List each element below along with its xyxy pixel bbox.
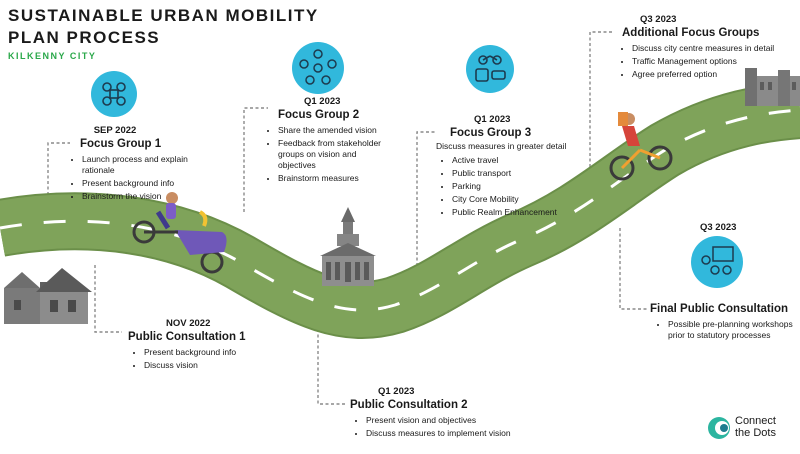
list-item: Discuss city centre measures in detail <box>632 43 800 54</box>
additional-focus-groups-date: Q3 2023 <box>640 14 677 25</box>
cyclist-icon <box>609 112 673 181</box>
final-public-consultation-heading: Final Public Consultation <box>650 303 788 315</box>
focus-group-1-block: SEP 2022 Focus Group 1 Launch process an… <box>66 125 206 204</box>
castle-icon <box>745 68 800 106</box>
connector-final-public-consultation <box>619 228 647 310</box>
final-public-consultation-text: Final Public Consultation Possible pre-p… <box>650 302 798 343</box>
brand-line-2: the Dots <box>735 427 776 439</box>
public-consultation-1-block: NOV 2022 Public Consultation 1 Present b… <box>122 318 272 373</box>
public-consultation-2-list: Present vision and objectives Discuss me… <box>344 415 544 439</box>
list-item: Discuss measures to implement vision <box>366 428 544 439</box>
list-item: Discuss vision <box>144 360 272 371</box>
public-consultation-2-date: Q1 2023 <box>378 386 415 397</box>
focus-group-1-list: Launch process and explain rationale Pre… <box>66 154 206 202</box>
list-item: Present vision and objectives <box>366 415 544 426</box>
final-public-consultation-list: Possible pre-planning workshops prior to… <box>650 319 798 341</box>
page-title: SUSTAINABLE URBAN MOBILITY PLAN PROCESS <box>8 5 319 49</box>
connector-public-consultation-2 <box>317 318 345 405</box>
list-item: Active travel <box>452 155 596 166</box>
public-consultation-1-list: Present background info Discuss vision <box>122 347 272 371</box>
focus-group-3-list: Active travel Public transport Parking C… <box>436 155 596 218</box>
focus-group-2-block: Q1 2023 Focus Group 2 Share the amended … <box>262 96 392 186</box>
focus-group-2-list: Share the amended vision Feedback from s… <box>262 125 392 184</box>
focus-group-3-block: Q1 2023 Focus Group 3 Discuss measures i… <box>436 114 596 220</box>
transport-modes-icon <box>466 45 514 93</box>
list-item: Share the amended vision <box>278 125 392 136</box>
title-line-2: PLAN PROCESS <box>8 28 161 47</box>
connect-the-dots-logo-icon <box>708 417 730 439</box>
title-line-1: SUSTAINABLE URBAN MOBILITY <box>8 6 319 25</box>
public-consultation-2-block: Q1 2023 Public Consultation 2 Present vi… <box>344 386 544 441</box>
list-item: City Core Mobility <box>452 194 596 205</box>
public-consultation-1-heading: Public Consultation 1 <box>128 331 246 343</box>
list-item: Present background info <box>144 347 272 358</box>
people-network-icon <box>292 42 344 94</box>
connector-additional-focus-groups <box>589 31 612 222</box>
connector-lines <box>47 31 647 405</box>
public-consultation-2-heading: Public Consultation 2 <box>350 399 468 411</box>
list-item: Launch process and explain rationale <box>82 154 206 176</box>
brand-line-1: Connect <box>735 415 776 427</box>
additional-focus-groups-heading: Additional Focus Groups <box>622 27 760 39</box>
list-item: Parking <box>452 181 596 192</box>
brand-text: Connect the Dots <box>735 415 776 439</box>
connector-focus-group-3 <box>416 131 437 288</box>
town-hall-icon <box>320 207 376 286</box>
list-item: Agree preferred option <box>632 69 800 80</box>
focus-group-2-heading: Focus Group 2 <box>278 109 360 121</box>
list-item: Brainstorm the vision <box>82 191 206 202</box>
focus-group-1-date: SEP 2022 <box>93 125 137 136</box>
additional-focus-groups-list: Discuss city centre measures in detail T… <box>610 43 800 80</box>
list-item: Public Realm Enhancement <box>452 207 596 218</box>
list-item: Feedback from stakeholder groups on visi… <box>278 138 392 171</box>
focus-group-3-heading: Focus Group 3 <box>450 127 532 139</box>
additional-focus-groups-block: Q3 2023 Additional Focus Groups Discuss … <box>610 14 800 82</box>
final-public-consultation-date: Q3 2023 <box>700 222 737 233</box>
public-consultation-1-date: NOV 2022 <box>166 318 211 329</box>
cottage-icon <box>4 268 92 324</box>
list-item: Public transport <box>452 168 596 179</box>
connector-focus-group-2 <box>243 107 268 212</box>
subtitle: KILKENNY CITY <box>8 51 97 61</box>
connector-focus-group-1 <box>47 142 70 195</box>
focus-group-3-date: Q1 2023 <box>474 114 511 125</box>
final-public-consultation-block: Q3 2023 <box>648 222 798 234</box>
list-item: Present background info <box>82 178 206 189</box>
focus-group-3-intro: Discuss measures in greater detail <box>436 141 567 151</box>
cargo-bike-icon <box>132 192 227 274</box>
group-discussion-icon <box>91 71 137 117</box>
list-item: Possible pre-planning workshops prior to… <box>668 319 798 341</box>
focus-group-1-heading: Focus Group 1 <box>80 138 162 150</box>
list-item: Brainstorm measures <box>278 173 392 184</box>
list-item: Traffic Management options <box>632 56 800 67</box>
presentation-board-icon <box>691 236 743 288</box>
focus-group-2-date: Q1 2023 <box>304 96 341 107</box>
connector-public-consultation-1 <box>94 265 122 333</box>
